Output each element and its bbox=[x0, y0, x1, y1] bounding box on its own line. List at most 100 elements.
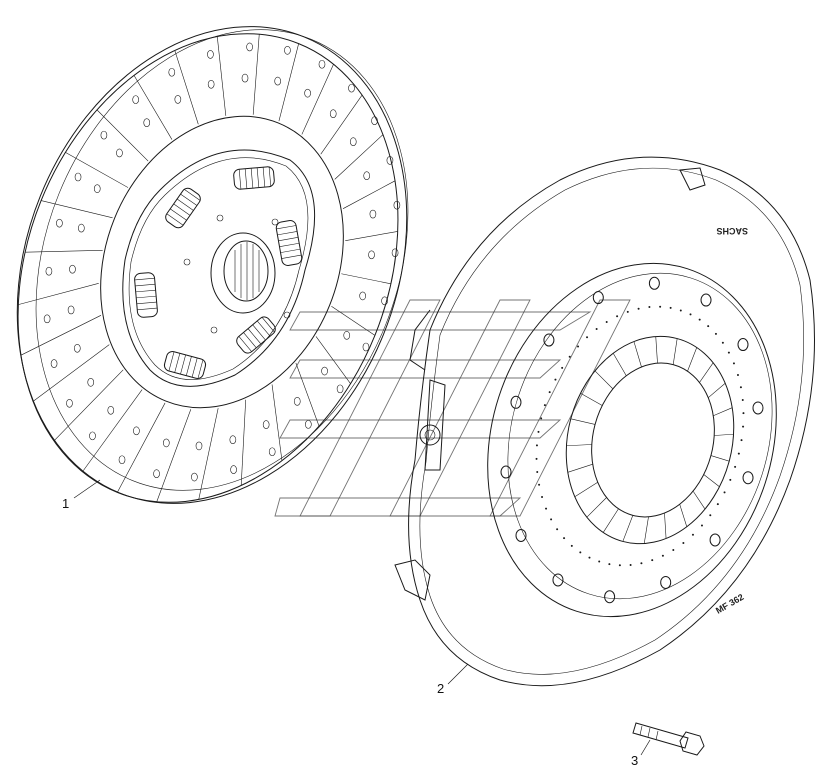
rivet-hole bbox=[45, 266, 53, 276]
rivet-hole bbox=[318, 59, 326, 69]
segment-groove bbox=[345, 231, 398, 241]
rivet-hole bbox=[246, 42, 253, 52]
spring-finger bbox=[710, 455, 730, 462]
rivet-hole bbox=[107, 405, 115, 415]
balance-hole bbox=[742, 412, 745, 415]
segment-groove bbox=[174, 50, 199, 125]
segment-groove bbox=[82, 389, 143, 472]
balance-hole bbox=[742, 425, 745, 428]
spring-finger bbox=[580, 392, 603, 406]
balance-hole bbox=[659, 305, 662, 308]
balance-hole bbox=[736, 373, 739, 376]
segment-groove bbox=[32, 344, 110, 402]
balance-hole bbox=[537, 430, 540, 433]
spring-finger bbox=[672, 338, 678, 365]
rivet-hole bbox=[368, 250, 375, 260]
spring-finger bbox=[586, 497, 607, 518]
segment-groove bbox=[278, 43, 299, 122]
friction-rivets bbox=[43, 42, 401, 482]
balance-hole bbox=[568, 355, 571, 358]
balance-hole bbox=[618, 564, 621, 567]
rivet-hole bbox=[321, 366, 328, 376]
balance-hole bbox=[700, 524, 703, 527]
rivet-hole bbox=[132, 95, 139, 104]
rivet-hole bbox=[381, 296, 388, 306]
cover-rivet bbox=[742, 471, 754, 485]
brand-stamp: SACHS bbox=[716, 226, 748, 236]
balance-hole bbox=[595, 328, 598, 331]
rivet-hole bbox=[207, 50, 214, 59]
spring-finger bbox=[567, 463, 593, 473]
cover-rivet bbox=[604, 590, 616, 604]
balance-hole bbox=[679, 309, 682, 312]
splined-hub bbox=[183, 214, 291, 334]
spring-finger bbox=[713, 407, 733, 417]
balance-hole bbox=[598, 560, 601, 563]
rivet-hole bbox=[143, 118, 151, 127]
cover-rivet bbox=[737, 338, 749, 352]
segment-groove bbox=[334, 134, 384, 180]
segment-groove bbox=[198, 408, 219, 500]
segment-groove bbox=[341, 273, 391, 285]
balance-hole bbox=[629, 563, 632, 566]
rivet-hole bbox=[229, 435, 237, 445]
balance-hole bbox=[563, 537, 566, 540]
balance-hole bbox=[737, 452, 740, 455]
spring-finger bbox=[594, 370, 614, 390]
rivet-hole bbox=[78, 223, 85, 233]
segment-groove bbox=[331, 305, 376, 336]
cover-balance-holes bbox=[535, 305, 745, 567]
balance-hole bbox=[672, 548, 675, 551]
cover-rivet bbox=[510, 395, 522, 409]
rivet-hole bbox=[284, 45, 291, 55]
balance-hole bbox=[536, 471, 539, 474]
balance-hole bbox=[727, 351, 730, 354]
segment-groove bbox=[295, 362, 320, 427]
balance-hole bbox=[605, 321, 608, 324]
rivet-hole bbox=[329, 109, 337, 119]
rivet-hole bbox=[349, 137, 357, 147]
cover-rivet bbox=[592, 291, 604, 305]
rivet-hole bbox=[93, 184, 101, 193]
segment-groove bbox=[117, 402, 166, 493]
rivet-hole bbox=[207, 79, 215, 89]
segment-groove bbox=[65, 152, 129, 188]
balance-hole bbox=[669, 306, 672, 309]
cover-rivets bbox=[500, 276, 764, 604]
balance-hole bbox=[561, 366, 564, 369]
rivet-hole bbox=[56, 218, 63, 228]
balance-hole bbox=[616, 315, 619, 318]
balance-hole bbox=[739, 386, 742, 389]
rivet-hole bbox=[230, 465, 237, 474]
rivet-hole bbox=[87, 377, 95, 387]
clutch-disc bbox=[16, 26, 409, 504]
spring-finger bbox=[602, 508, 619, 533]
rivet-hole bbox=[153, 469, 160, 479]
balance-hole bbox=[579, 551, 582, 554]
balance-hole bbox=[721, 341, 724, 344]
cover-rivet bbox=[515, 528, 527, 542]
callout-label-1: 1 bbox=[62, 496, 69, 511]
rivet-hole bbox=[89, 431, 96, 441]
balance-hole bbox=[577, 345, 580, 348]
spring-finger bbox=[664, 512, 667, 539]
rivet-hole bbox=[69, 264, 76, 274]
segment-groove bbox=[320, 94, 363, 155]
segment-groove bbox=[53, 369, 124, 442]
rivet-hole bbox=[293, 397, 301, 406]
rivet-hole bbox=[195, 441, 203, 451]
segment-groove bbox=[315, 336, 351, 384]
segment-groove bbox=[133, 75, 173, 140]
cover-rivet bbox=[700, 293, 712, 307]
cover-rivet bbox=[752, 401, 764, 415]
balance-hole bbox=[689, 313, 692, 316]
segment-groove bbox=[342, 180, 396, 209]
balance-hole bbox=[740, 439, 743, 442]
cover-rivet bbox=[500, 465, 512, 479]
balance-hole bbox=[640, 562, 643, 565]
cover-rivet bbox=[543, 333, 555, 347]
balance-hole bbox=[588, 556, 591, 559]
rivet-hole bbox=[74, 172, 82, 182]
balance-hole bbox=[648, 306, 651, 309]
